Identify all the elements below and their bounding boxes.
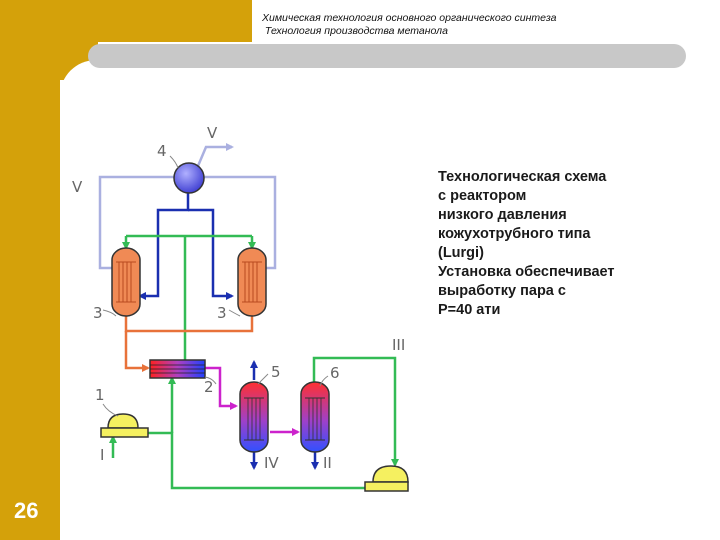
label-1: 1 [95,386,105,404]
header-strip [88,44,686,68]
description-line: Р=40 ати [438,302,501,318]
separator-5 [239,381,269,453]
label-iii: III [392,336,405,354]
label-4: 4 [157,142,167,160]
reactor-left [111,247,141,317]
label-3-right: 3 [217,304,227,322]
label-2: 2 [204,378,214,396]
header-line-1: Химическая технология основного органиче… [262,12,557,24]
slide-header: Химическая технология основного органиче… [262,12,702,38]
description-line: Установка обеспечивает [438,264,615,280]
top-frame-bar [0,0,252,42]
recycle-compressor [364,465,409,492]
description-line: Технологическая схема [438,169,607,185]
label-ii: II [323,454,332,472]
description-line: (Lurgi) [438,245,484,261]
description-line: выработку пара с [438,283,566,299]
label-v-left: V [72,178,83,196]
label-leaders [102,155,329,417]
reactor-right [237,247,267,317]
label-3-left: 3 [93,304,103,322]
description-line: с реактором [438,188,527,204]
steam-drum [173,162,205,194]
label-iv: IV [264,454,279,472]
label-v-top: V [207,124,218,142]
hot-gas-lines [124,314,254,372]
header-line-2: Технология производства метанола [262,25,448,37]
water-lines [138,190,234,300]
page-number: 26 [14,498,39,523]
label-5: 5 [271,363,281,381]
product-lines [205,366,300,436]
label-6: 6 [330,364,340,382]
left-frame-bar [0,0,60,540]
description-line: кожухотрубного типа [438,226,591,242]
diagram-labels: 4 V V 3 3 III 5 6 2 1 I IV II [72,124,405,472]
frame-corner-round [60,60,140,140]
description-line: низкого давления [438,207,567,223]
heat-exchanger [149,359,206,379]
separator-6 [300,381,330,453]
gas-lines [109,234,399,490]
label-i: I [100,446,104,464]
steam-lines [98,143,277,270]
scheme-description: Технологическая схема с реактором низког… [438,168,698,320]
compressor-1 [100,413,149,438]
